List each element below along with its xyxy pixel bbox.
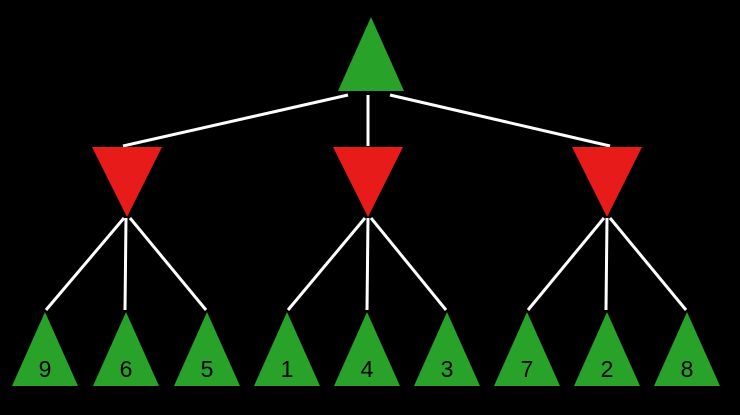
leaf-row: 9 6 5 1 4 3 7 2 8	[12, 312, 720, 386]
edges-level-1	[122, 93, 611, 148]
leaf-node-7	[494, 312, 560, 386]
leaf-node-6	[414, 312, 480, 386]
leaf-node-4	[254, 312, 320, 386]
leaf-node-1	[12, 312, 78, 386]
edge-min3-leaf9	[608, 217, 688, 311]
edge-min2-leaf6	[369, 217, 448, 311]
edge-min2-leaf4	[286, 217, 367, 311]
leaf-value-9: 8	[681, 356, 694, 382]
leaf-value-7: 7	[521, 356, 534, 382]
min-node-2	[333, 147, 403, 217]
leaf-value-4: 1	[281, 356, 294, 382]
min-node-3	[572, 147, 642, 217]
root-max-node	[338, 17, 404, 91]
edge-root-min1	[122, 93, 349, 148]
edges-level-2	[44, 217, 688, 311]
edge-min1-leaf1	[44, 217, 126, 311]
leaf-node-8	[574, 312, 640, 386]
edge-min1-leaf2	[123, 217, 128, 311]
edge-min1-leaf3	[128, 217, 208, 311]
min-node-1	[92, 147, 162, 217]
leaf-value-6: 3	[441, 356, 454, 382]
edge-min3-leaf8	[604, 217, 609, 311]
leaf-node-2	[93, 312, 159, 386]
edge-min2-leaf5	[365, 217, 370, 311]
edge-min3-leaf7	[526, 217, 606, 311]
leaf-node-9	[654, 312, 720, 386]
leaf-value-1: 9	[39, 356, 52, 382]
leaf-value-5: 4	[361, 356, 374, 382]
leaf-node-3	[174, 312, 240, 386]
leaf-value-2: 6	[120, 356, 133, 382]
leaf-value-3: 5	[201, 356, 214, 382]
edge-root-min3	[389, 93, 611, 148]
leaf-value-8: 2	[601, 356, 614, 382]
leaf-node-5	[334, 312, 400, 386]
